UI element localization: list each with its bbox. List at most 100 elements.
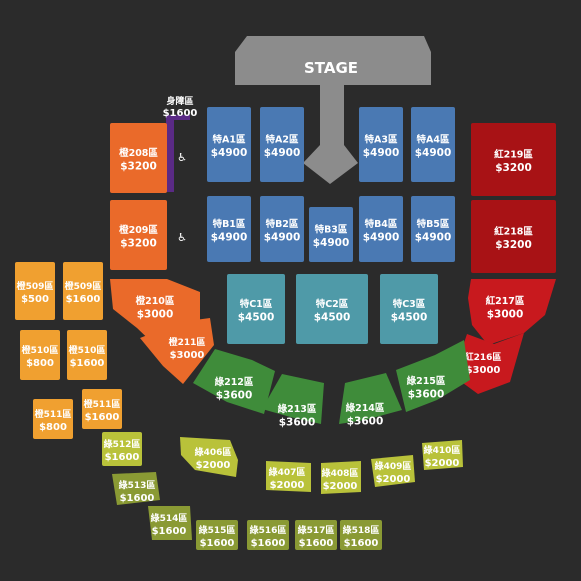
section-shape[interactable] bbox=[67, 330, 107, 380]
section-shape[interactable] bbox=[63, 262, 103, 320]
section-name: 綠215區 bbox=[407, 375, 446, 387]
section-shape[interactable] bbox=[180, 437, 238, 477]
section-g212[interactable]: 綠212區$3600 bbox=[193, 349, 275, 414]
section-b4[interactable]: 特B4區$4900 bbox=[359, 196, 403, 262]
section-g410[interactable]: 綠410區$2000 bbox=[422, 440, 463, 470]
section-price: $3200 bbox=[120, 238, 157, 250]
section-c2[interactable]: 特C2區$4500 bbox=[296, 274, 368, 344]
section-shape[interactable] bbox=[15, 262, 55, 320]
section-shape[interactable] bbox=[196, 520, 238, 550]
section-shape[interactable] bbox=[359, 196, 403, 262]
section-o511b[interactable]: 橙511區$1600 bbox=[82, 389, 122, 429]
section-shape[interactable] bbox=[380, 274, 438, 344]
section-r219[interactable]: 紅219區$3200 bbox=[471, 123, 556, 196]
section-r216[interactable]: 紅216區$3000 bbox=[452, 333, 524, 394]
section-shape[interactable] bbox=[260, 107, 304, 182]
section-c1[interactable]: 特C1區$4500 bbox=[227, 274, 285, 344]
section-g215[interactable]: 綠215區$3600 bbox=[396, 340, 470, 412]
section-shape[interactable] bbox=[468, 279, 556, 345]
section-o509a[interactable]: 橙509區$500 bbox=[15, 262, 55, 320]
section-name: 身障區 bbox=[166, 95, 193, 107]
section-shape[interactable] bbox=[295, 520, 337, 550]
section-o510a[interactable]: 橙510區$800 bbox=[20, 330, 60, 380]
section-a4[interactable]: 特A4區$4900 bbox=[411, 107, 455, 182]
section-shape[interactable] bbox=[422, 440, 463, 470]
section-price: $1600 bbox=[299, 538, 334, 549]
section-b1[interactable]: 特B1區$4900 bbox=[207, 196, 251, 262]
section-shape[interactable] bbox=[82, 389, 122, 429]
section-g516[interactable]: 綠516區$1600 bbox=[247, 520, 289, 550]
section-price: $3200 bbox=[495, 239, 532, 251]
section-name: 紅218區 bbox=[494, 226, 533, 238]
section-r218[interactable]: 紅218區$3200 bbox=[471, 200, 556, 273]
section-o510b[interactable]: 橙510區$1600 bbox=[67, 330, 107, 380]
section-shape[interactable] bbox=[262, 374, 324, 424]
section-shape[interactable] bbox=[33, 399, 73, 439]
section-shape[interactable] bbox=[339, 373, 402, 424]
section-shape[interactable] bbox=[112, 472, 160, 505]
section-o208[interactable]: 橙208區$3200 bbox=[110, 123, 167, 193]
stage-label: STAGE bbox=[304, 59, 358, 77]
section-shape[interactable] bbox=[321, 461, 361, 494]
section-name: 紅217區 bbox=[486, 295, 525, 307]
section-shape[interactable] bbox=[309, 207, 353, 262]
section-o509b[interactable]: 橙509區$1600 bbox=[63, 262, 103, 320]
section-shape[interactable] bbox=[266, 461, 311, 492]
section-price: $2000 bbox=[376, 474, 411, 485]
section-b3[interactable]: 特B3區$4900 bbox=[309, 207, 353, 262]
section-shape[interactable] bbox=[227, 274, 285, 344]
section-shape[interactable] bbox=[340, 520, 382, 550]
section-name: 特B4區 bbox=[365, 218, 398, 230]
section-shape[interactable] bbox=[411, 107, 455, 182]
section-shape[interactable] bbox=[452, 333, 524, 394]
section-name: 特C3區 bbox=[393, 298, 426, 310]
section-price: $3000 bbox=[137, 309, 174, 321]
section-wheelchair[interactable]: ♿♿身障區$1600 bbox=[163, 95, 198, 244]
section-shape[interactable] bbox=[20, 330, 60, 380]
section-name: 綠514區 bbox=[151, 512, 188, 524]
section-a3[interactable]: 特A3區$4900 bbox=[359, 107, 403, 182]
section-shape[interactable] bbox=[140, 318, 214, 384]
section-g518[interactable]: 綠518區$1600 bbox=[340, 520, 382, 550]
section-name: 綠409區 bbox=[375, 460, 412, 472]
section-shape[interactable] bbox=[102, 432, 142, 466]
section-shape[interactable] bbox=[371, 455, 415, 487]
section-shape[interactable] bbox=[166, 115, 190, 192]
section-b5[interactable]: 特B5區$4900 bbox=[411, 196, 455, 262]
section-a2[interactable]: 特A2區$4900 bbox=[260, 107, 304, 182]
section-shape[interactable] bbox=[396, 340, 470, 412]
section-shape[interactable] bbox=[411, 196, 455, 262]
section-shape[interactable] bbox=[207, 107, 251, 182]
section-r217[interactable]: 紅217區$3000 bbox=[468, 279, 556, 345]
section-a1[interactable]: 特A1區$4900 bbox=[207, 107, 251, 182]
section-g406[interactable]: 綠406區$2000 bbox=[180, 437, 238, 477]
section-g513[interactable]: 綠513區$1600 bbox=[112, 472, 160, 505]
section-shape[interactable] bbox=[359, 107, 403, 182]
section-shape[interactable] bbox=[110, 123, 167, 193]
section-g517[interactable]: 綠517區 $1600 bbox=[295, 520, 337, 550]
section-g407[interactable]: 綠407區$2000 bbox=[266, 461, 311, 492]
section-b2[interactable]: 特B2區$4900 bbox=[260, 196, 304, 262]
section-shape[interactable] bbox=[471, 200, 556, 273]
section-g408[interactable]: 綠408區$2000 bbox=[321, 461, 361, 494]
section-shape[interactable] bbox=[260, 196, 304, 262]
section-shape[interactable] bbox=[247, 520, 289, 550]
section-g214[interactable]: 綠214區$3600 bbox=[339, 373, 402, 428]
section-o209[interactable]: 橙209區$3200 bbox=[110, 200, 167, 270]
section-g213[interactable]: 綠213區$3600 bbox=[262, 374, 324, 429]
section-shape[interactable] bbox=[148, 506, 192, 540]
section-c3[interactable]: 特C3區$4500 bbox=[380, 274, 438, 344]
section-g512[interactable]: 綠512區$1600 bbox=[102, 432, 142, 466]
section-shape[interactable] bbox=[193, 349, 275, 414]
section-o511a[interactable]: 橙511區$800 bbox=[33, 399, 73, 439]
section-g514[interactable]: 綠514區$1600 bbox=[148, 506, 192, 540]
section-o211[interactable]: 橙211區$3000 bbox=[140, 318, 214, 384]
section-name: 綠517區 bbox=[298, 524, 335, 536]
section-g409[interactable]: 綠409區 $2000 bbox=[371, 455, 415, 487]
section-g515[interactable]: 綠515區$1600 bbox=[196, 520, 238, 550]
section-shape[interactable] bbox=[207, 196, 251, 262]
section-name: 橙510區 bbox=[69, 344, 106, 356]
section-shape[interactable] bbox=[296, 274, 368, 344]
section-shape[interactable] bbox=[110, 200, 167, 270]
section-shape[interactable] bbox=[471, 123, 556, 196]
